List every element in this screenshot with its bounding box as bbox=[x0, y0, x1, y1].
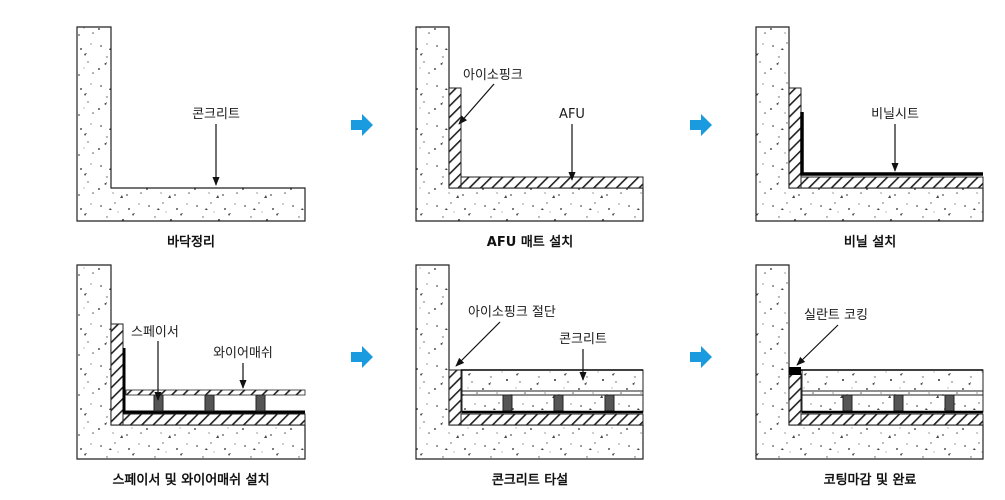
afu-mat bbox=[122, 413, 306, 426]
callout-label: AFU bbox=[559, 107, 585, 122]
afu-mat bbox=[800, 176, 984, 189]
arrow-right-icon bbox=[690, 114, 712, 136]
spacer bbox=[842, 394, 853, 412]
panel-4: 스페이서 와이어매쉬 스페이서 및 와이어매쉬 설치 bbox=[76, 264, 306, 488]
callout-label: 스페이서 bbox=[131, 325, 179, 340]
callout-label: 와이어매쉬 bbox=[213, 346, 273, 361]
isopink-board bbox=[788, 87, 802, 189]
leader-arrow bbox=[458, 83, 495, 125]
vinyl-sheet bbox=[122, 348, 305, 414]
callout-label: 실란트 코킹 bbox=[804, 308, 868, 323]
callout-label: 아이소핑크 bbox=[463, 68, 523, 83]
spacer bbox=[944, 394, 955, 412]
arrow-right-icon bbox=[351, 114, 373, 136]
callout-label: 아이소핑크 절단 bbox=[468, 305, 556, 320]
panel-2: 아이소핑크 AFU AFU 매트 설치 bbox=[415, 26, 644, 250]
callout-label: 비닐시트 bbox=[871, 107, 919, 122]
step-caption: 바닥정리 bbox=[167, 234, 215, 250]
spacer bbox=[893, 394, 904, 412]
concrete-l-wall bbox=[76, 26, 306, 222]
isopink-board bbox=[448, 87, 462, 189]
sealant-caulking bbox=[789, 367, 801, 375]
spacer bbox=[204, 394, 215, 412]
callout-label: 콘크리트 bbox=[192, 107, 240, 122]
panel-3: 비닐시트 비닐 설치 bbox=[755, 26, 984, 250]
arrow-right-icon bbox=[690, 346, 712, 368]
panel-5: 아이소핑크 절단 콘크리트 콘크리트 타설 bbox=[415, 264, 644, 488]
leader-arrow bbox=[796, 324, 839, 366]
step-caption: AFU 매트 설치 bbox=[487, 234, 573, 250]
step-caption: 비닐 설치 bbox=[844, 234, 896, 250]
isopink-board bbox=[788, 373, 802, 426]
concrete-l-wall bbox=[415, 264, 644, 460]
concrete-l-wall bbox=[755, 264, 984, 460]
panel-1: 콘크리트 바닥정리 bbox=[76, 26, 306, 250]
wire-mesh bbox=[125, 389, 306, 396]
afu-mat bbox=[460, 176, 644, 189]
leader-arrow bbox=[455, 321, 501, 367]
spacer bbox=[604, 394, 615, 412]
callout-label: 콘크리트 bbox=[559, 332, 607, 347]
isopink-board bbox=[110, 323, 124, 426]
isopink-board bbox=[448, 369, 462, 426]
step-caption: 콘크리트 타설 bbox=[492, 472, 568, 488]
spacer bbox=[553, 394, 564, 412]
afu-mat bbox=[460, 413, 644, 426]
spacer bbox=[502, 394, 513, 412]
spacer bbox=[255, 394, 266, 412]
step-caption: 스페이서 및 와이어매쉬 설치 bbox=[112, 472, 269, 488]
vinyl-sheet bbox=[800, 112, 983, 176]
step-caption: 코팅마감 및 완료 bbox=[824, 472, 917, 488]
arrow-right-icon bbox=[351, 346, 373, 368]
panel-6: 실란트 코킹 코팅마감 및 완료 bbox=[755, 264, 984, 488]
afu-mat bbox=[800, 413, 984, 426]
